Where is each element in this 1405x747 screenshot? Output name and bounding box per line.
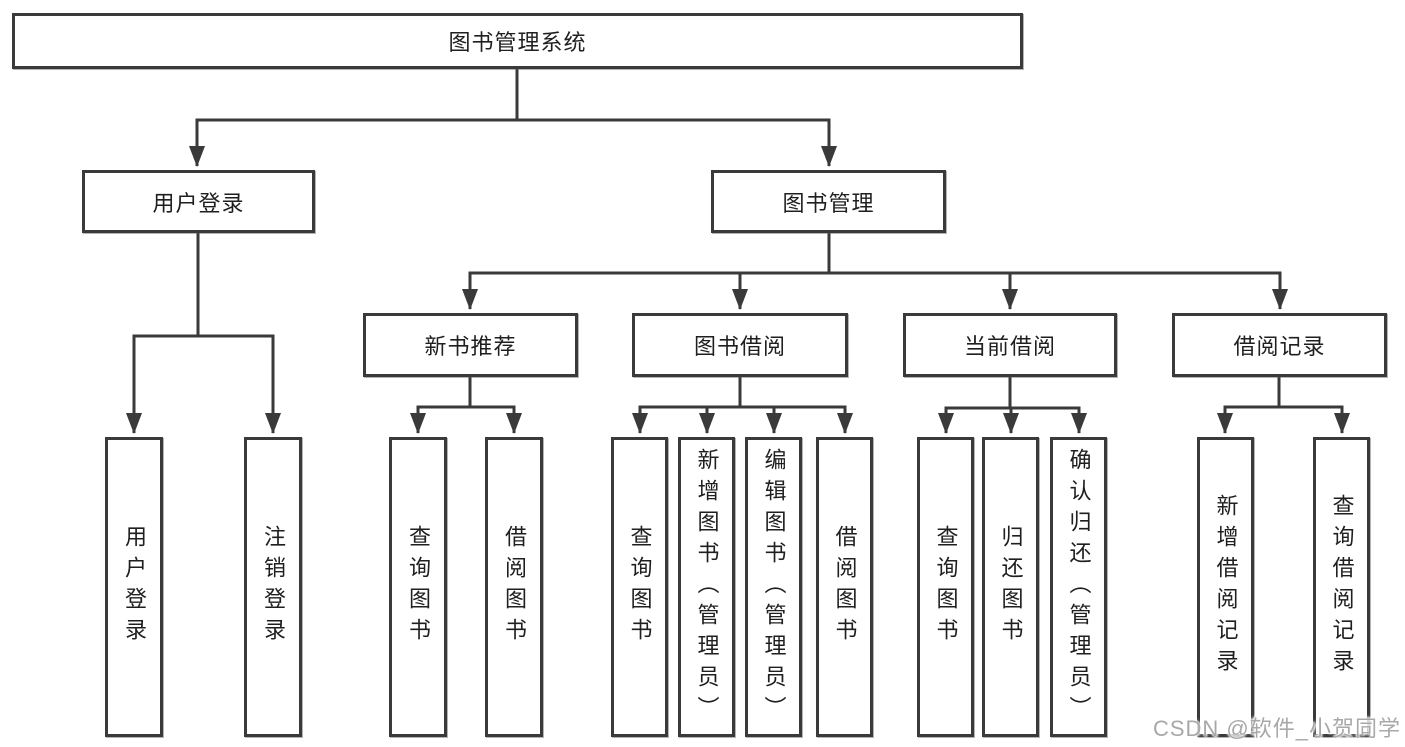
node-label: 借阅记录 (1233, 334, 1326, 359)
node-label: 图书借阅 (693, 334, 786, 359)
node-label: 查询图书 (627, 525, 653, 649)
leaf-add-borrow-record: 新增借阅记录 (1197, 437, 1254, 737)
node-label: 图书管理 (782, 190, 875, 216)
leaf-add-books-admin: 新增图书（管理员） (678, 437, 735, 737)
node-label: 查询借阅记录 (1329, 494, 1355, 680)
leaf-return-books: 归还图书 (982, 437, 1039, 737)
node-label: 查询图书 (933, 525, 959, 649)
leaf-borrow-books: 借阅图书 (816, 437, 873, 737)
node-book-borrow: 图书借阅 (632, 313, 848, 377)
node-label: 当前借阅 (963, 334, 1056, 359)
node-label: 新增借阅记录 (1213, 494, 1239, 680)
node-label: 新书推荐 (424, 334, 517, 359)
node-current-borrow: 当前借阅 (903, 313, 1117, 377)
leaf-query-books-recommend: 查询图书 (389, 437, 447, 737)
leaf-confirm-return-admin: 确认归还（管理员） (1050, 437, 1107, 737)
node-label: 确认归还（管理员） (1066, 447, 1092, 727)
leaf-query-borrow-record: 查询借阅记录 (1313, 437, 1370, 737)
leaf-query-books-current: 查询图书 (917, 437, 974, 737)
node-book-management: 图书管理 (711, 170, 946, 233)
leaf-borrow-books-recommend: 借阅图书 (485, 437, 543, 737)
leaf-logout: 注销登录 (244, 437, 302, 737)
node-borrow-records: 借阅记录 (1172, 313, 1387, 377)
node-label: 用户登录 (152, 190, 245, 216)
leaf-edit-books-admin: 编辑图书（管理员） (745, 437, 802, 737)
node-label: 编辑图书（管理员） (761, 447, 787, 727)
leaf-user-login: 用户登录 (105, 437, 163, 737)
csdn-watermark: CSDN @软件_小贺同学 (1152, 716, 1401, 741)
node-label: 用户登录 (122, 525, 147, 649)
node-label: 查询图书 (406, 525, 431, 649)
node-label: 新增图书（管理员） (694, 447, 720, 727)
node-label: 注销登录 (261, 525, 286, 649)
node-new-book-recommend: 新书推荐 (363, 313, 578, 377)
leaf-query-books: 查询图书 (611, 437, 668, 737)
node-label: 归还图书 (998, 525, 1024, 649)
node-root-system: 图书管理系统 (12, 13, 1023, 69)
node-user-login: 用户登录 (82, 170, 315, 233)
node-label: 图书管理系统 (448, 30, 587, 55)
node-label: 借阅图书 (832, 525, 858, 649)
node-label: 借阅图书 (502, 525, 527, 649)
